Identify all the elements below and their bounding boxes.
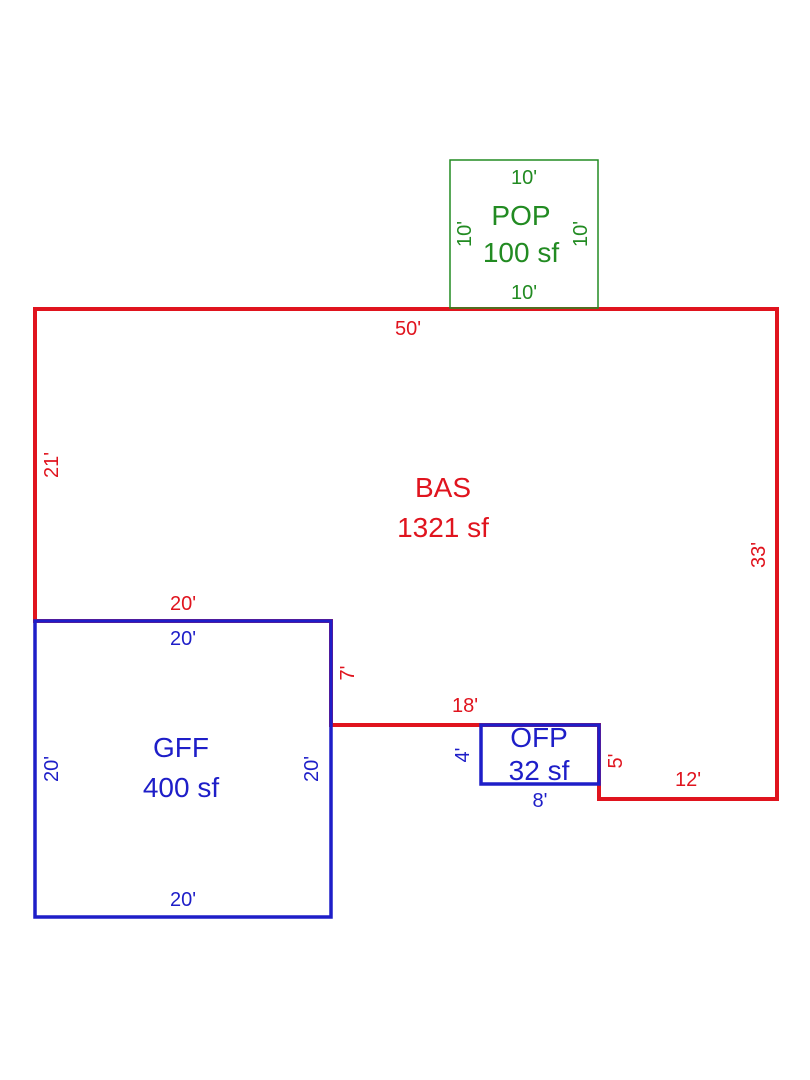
ofp-dim-left: 4' (452, 748, 474, 763)
gff-dim-right: 20' (301, 756, 323, 782)
bas-dim-step-vertical: 7' (337, 666, 359, 681)
gff-area-label: 400 sf (143, 772, 219, 803)
bas-labels: 50' 21' 33' 20' 7' 18' 5' 12' BAS 1321 s… (41, 318, 770, 791)
bas-area-label: 1321 sf (397, 512, 489, 543)
gff-code-label: GFF (153, 732, 209, 763)
pop-outline (449, 159, 599, 309)
pop-dim-top: 10' (511, 167, 537, 189)
bas-dim-left: 21' (41, 452, 63, 478)
gff-dim-left: 20' (41, 756, 63, 782)
gff-labels: 20' 20' 20' 20' GFF 400 sf (41, 628, 323, 911)
ofp-dim-bottom: 8' (533, 790, 548, 812)
ofp-code-label: OFP (510, 722, 568, 753)
ofp-area-label: 32 sf (509, 755, 570, 786)
bas-dim-right: 33' (748, 542, 770, 568)
bas-outline (33, 307, 779, 801)
bas-dim-bottom-left: 20' (170, 593, 196, 615)
pop-dim-left: 10' (454, 221, 476, 247)
gff-outline (33, 619, 333, 919)
bas-dim-middle: 18' (452, 695, 478, 717)
pop-area-label: 100 sf (483, 237, 559, 268)
bas-dim-bottom-right: 12' (675, 769, 701, 791)
gff-dim-bottom: 20' (170, 889, 196, 911)
pop-dim-bottom: 10' (511, 282, 537, 304)
pop-labels: 10' 10' 10' 10' POP 100 sf (454, 167, 592, 304)
bas-code-label: BAS (415, 472, 471, 503)
ofp-outline (479, 723, 601, 786)
ofp-labels: 4' 8' OFP 32 sf (452, 722, 570, 812)
gff-dim-top: 20' (170, 628, 196, 650)
bas-dim-top: 50' (395, 318, 421, 340)
pop-code-label: POP (491, 200, 550, 231)
pop-dim-right: 10' (570, 221, 592, 247)
bas-dim-ofp-side: 5' (605, 754, 627, 769)
